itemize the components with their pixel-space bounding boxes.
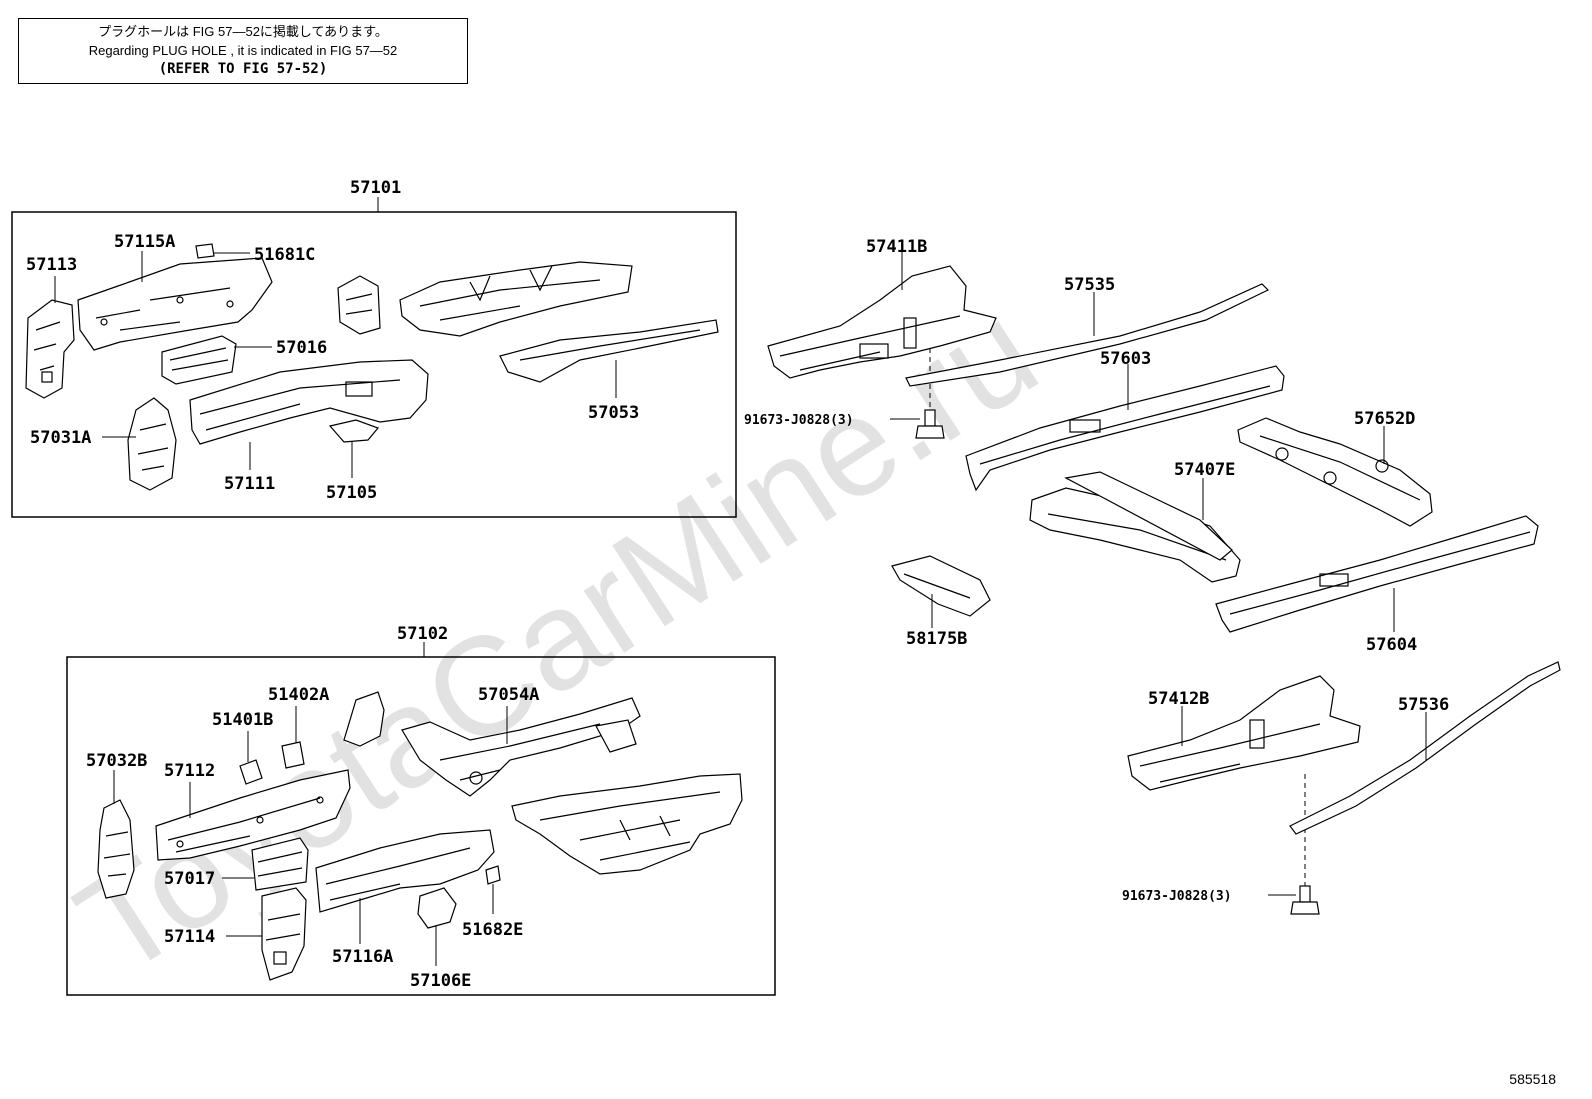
part-shape-rear-frame-lower (511, 773, 743, 875)
group-label-57101[interactable]: 57101 (350, 178, 401, 198)
part-label-57031A[interactable]: 57031A (30, 428, 91, 448)
group-frame-57101 (11, 211, 737, 518)
part-shape-57017[interactable] (251, 837, 309, 891)
part-label-57054A[interactable]: 57054A (478, 685, 539, 705)
part-label-57116A[interactable]: 57116A (332, 947, 393, 967)
part-shape-51401B[interactable] (239, 759, 263, 785)
group-frame-57102 (66, 656, 776, 996)
part-label-57105[interactable]: 57105 (326, 483, 377, 503)
diagram-id: 585518 (1509, 1071, 1556, 1087)
part-shape-57113[interactable] (25, 299, 75, 399)
note-japanese-text: プラグホールは FIG 57—52に掲載してあります。 (98, 24, 388, 39)
part-label-57604[interactable]: 57604 (1366, 635, 1417, 655)
part-shape-51681C[interactable] (195, 243, 215, 259)
part-shape-57016[interactable] (161, 335, 237, 385)
part-label-57053[interactable]: 57053 (588, 403, 639, 423)
note-english-text: Regarding PLUG HOLE , it is indicated in… (88, 43, 398, 58)
part-label-57106E[interactable]: 57106E (410, 971, 471, 991)
part-shape-57112[interactable] (155, 769, 351, 861)
part-label-57407E[interactable]: 57407E (1174, 460, 1235, 480)
part-shape-bracket-upper (337, 275, 381, 335)
part-label-51681C[interactable]: 51681C (254, 245, 315, 265)
part-label-57652D[interactable]: 57652D (1354, 409, 1415, 429)
part-label-57112[interactable]: 57112 (164, 761, 215, 781)
part-shape-57411B[interactable] (767, 265, 997, 379)
part-label-57017[interactable]: 57017 (164, 869, 215, 889)
part-shape-front-frame-upper (399, 261, 633, 337)
part-label-57111[interactable]: 57111 (224, 474, 275, 494)
part-label-57114[interactable]: 57114 (164, 927, 215, 947)
part-label-57032B[interactable]: 57032B (86, 751, 147, 771)
part-label-51402A[interactable]: 51402A (268, 685, 329, 705)
part-shape-57114[interactable] (261, 887, 307, 981)
part-shape-57652D[interactable] (1237, 417, 1433, 527)
part-label-51401B[interactable]: 51401B (212, 710, 273, 730)
part-shape-57054A[interactable] (401, 697, 641, 797)
group-label-57102[interactable]: 57102 (397, 624, 448, 644)
part-shape-bolt-upper[interactable] (915, 409, 945, 439)
part-shape-57116A[interactable] (315, 829, 495, 913)
part-shape-51682E[interactable] (485, 865, 501, 885)
part-shape-57111[interactable] (189, 359, 429, 445)
part-shape-57407E[interactable] (1029, 471, 1241, 583)
part-label-57535[interactable]: 57535 (1064, 275, 1115, 295)
part-shape-57032B[interactable] (97, 799, 135, 899)
refer-note-box: プラグホールは FIG 57—52に掲載してあります。 Regarding PL… (18, 18, 468, 84)
part-label-57603[interactable]: 57603 (1100, 349, 1151, 369)
part-label-51682E[interactable]: 51682E (462, 920, 523, 940)
part-shape-57105[interactable] (328, 419, 380, 443)
part-shape-57106E[interactable] (417, 887, 457, 929)
part-shape-57115A[interactable] (77, 257, 273, 351)
part-shape-bolt-lower[interactable] (1290, 885, 1320, 915)
part-label-57016[interactable]: 57016 (276, 338, 327, 358)
part-shape-57536[interactable] (1289, 661, 1561, 835)
part-shape-51402A-clip (281, 741, 305, 769)
part-shape-57604[interactable] (1215, 515, 1539, 633)
part-shape-57535[interactable] (905, 283, 1270, 387)
part-shape-57053[interactable] (499, 319, 719, 383)
part-label-91673-lower[interactable]: 91673-J0828(3) (1122, 889, 1232, 904)
part-shape-57412B[interactable] (1127, 675, 1361, 791)
part-label-91673-upper[interactable]: 91673-J0828(3) (744, 413, 854, 428)
part-shape-57031A[interactable] (127, 397, 177, 491)
part-shape-57603[interactable] (965, 365, 1285, 492)
note-reference-link[interactable]: (REFER TO FIG 57-52) (158, 61, 328, 77)
part-label-57115A[interactable]: 57115A (114, 232, 175, 252)
part-shape-51402A[interactable] (343, 691, 385, 747)
part-label-57113[interactable]: 57113 (26, 255, 77, 275)
part-label-57412B[interactable]: 57412B (1148, 689, 1209, 709)
part-shape-58175B[interactable] (891, 555, 991, 617)
part-label-57536[interactable]: 57536 (1398, 695, 1449, 715)
part-label-57411B[interactable]: 57411B (866, 237, 927, 257)
part-label-58175B[interactable]: 58175B (906, 629, 967, 649)
